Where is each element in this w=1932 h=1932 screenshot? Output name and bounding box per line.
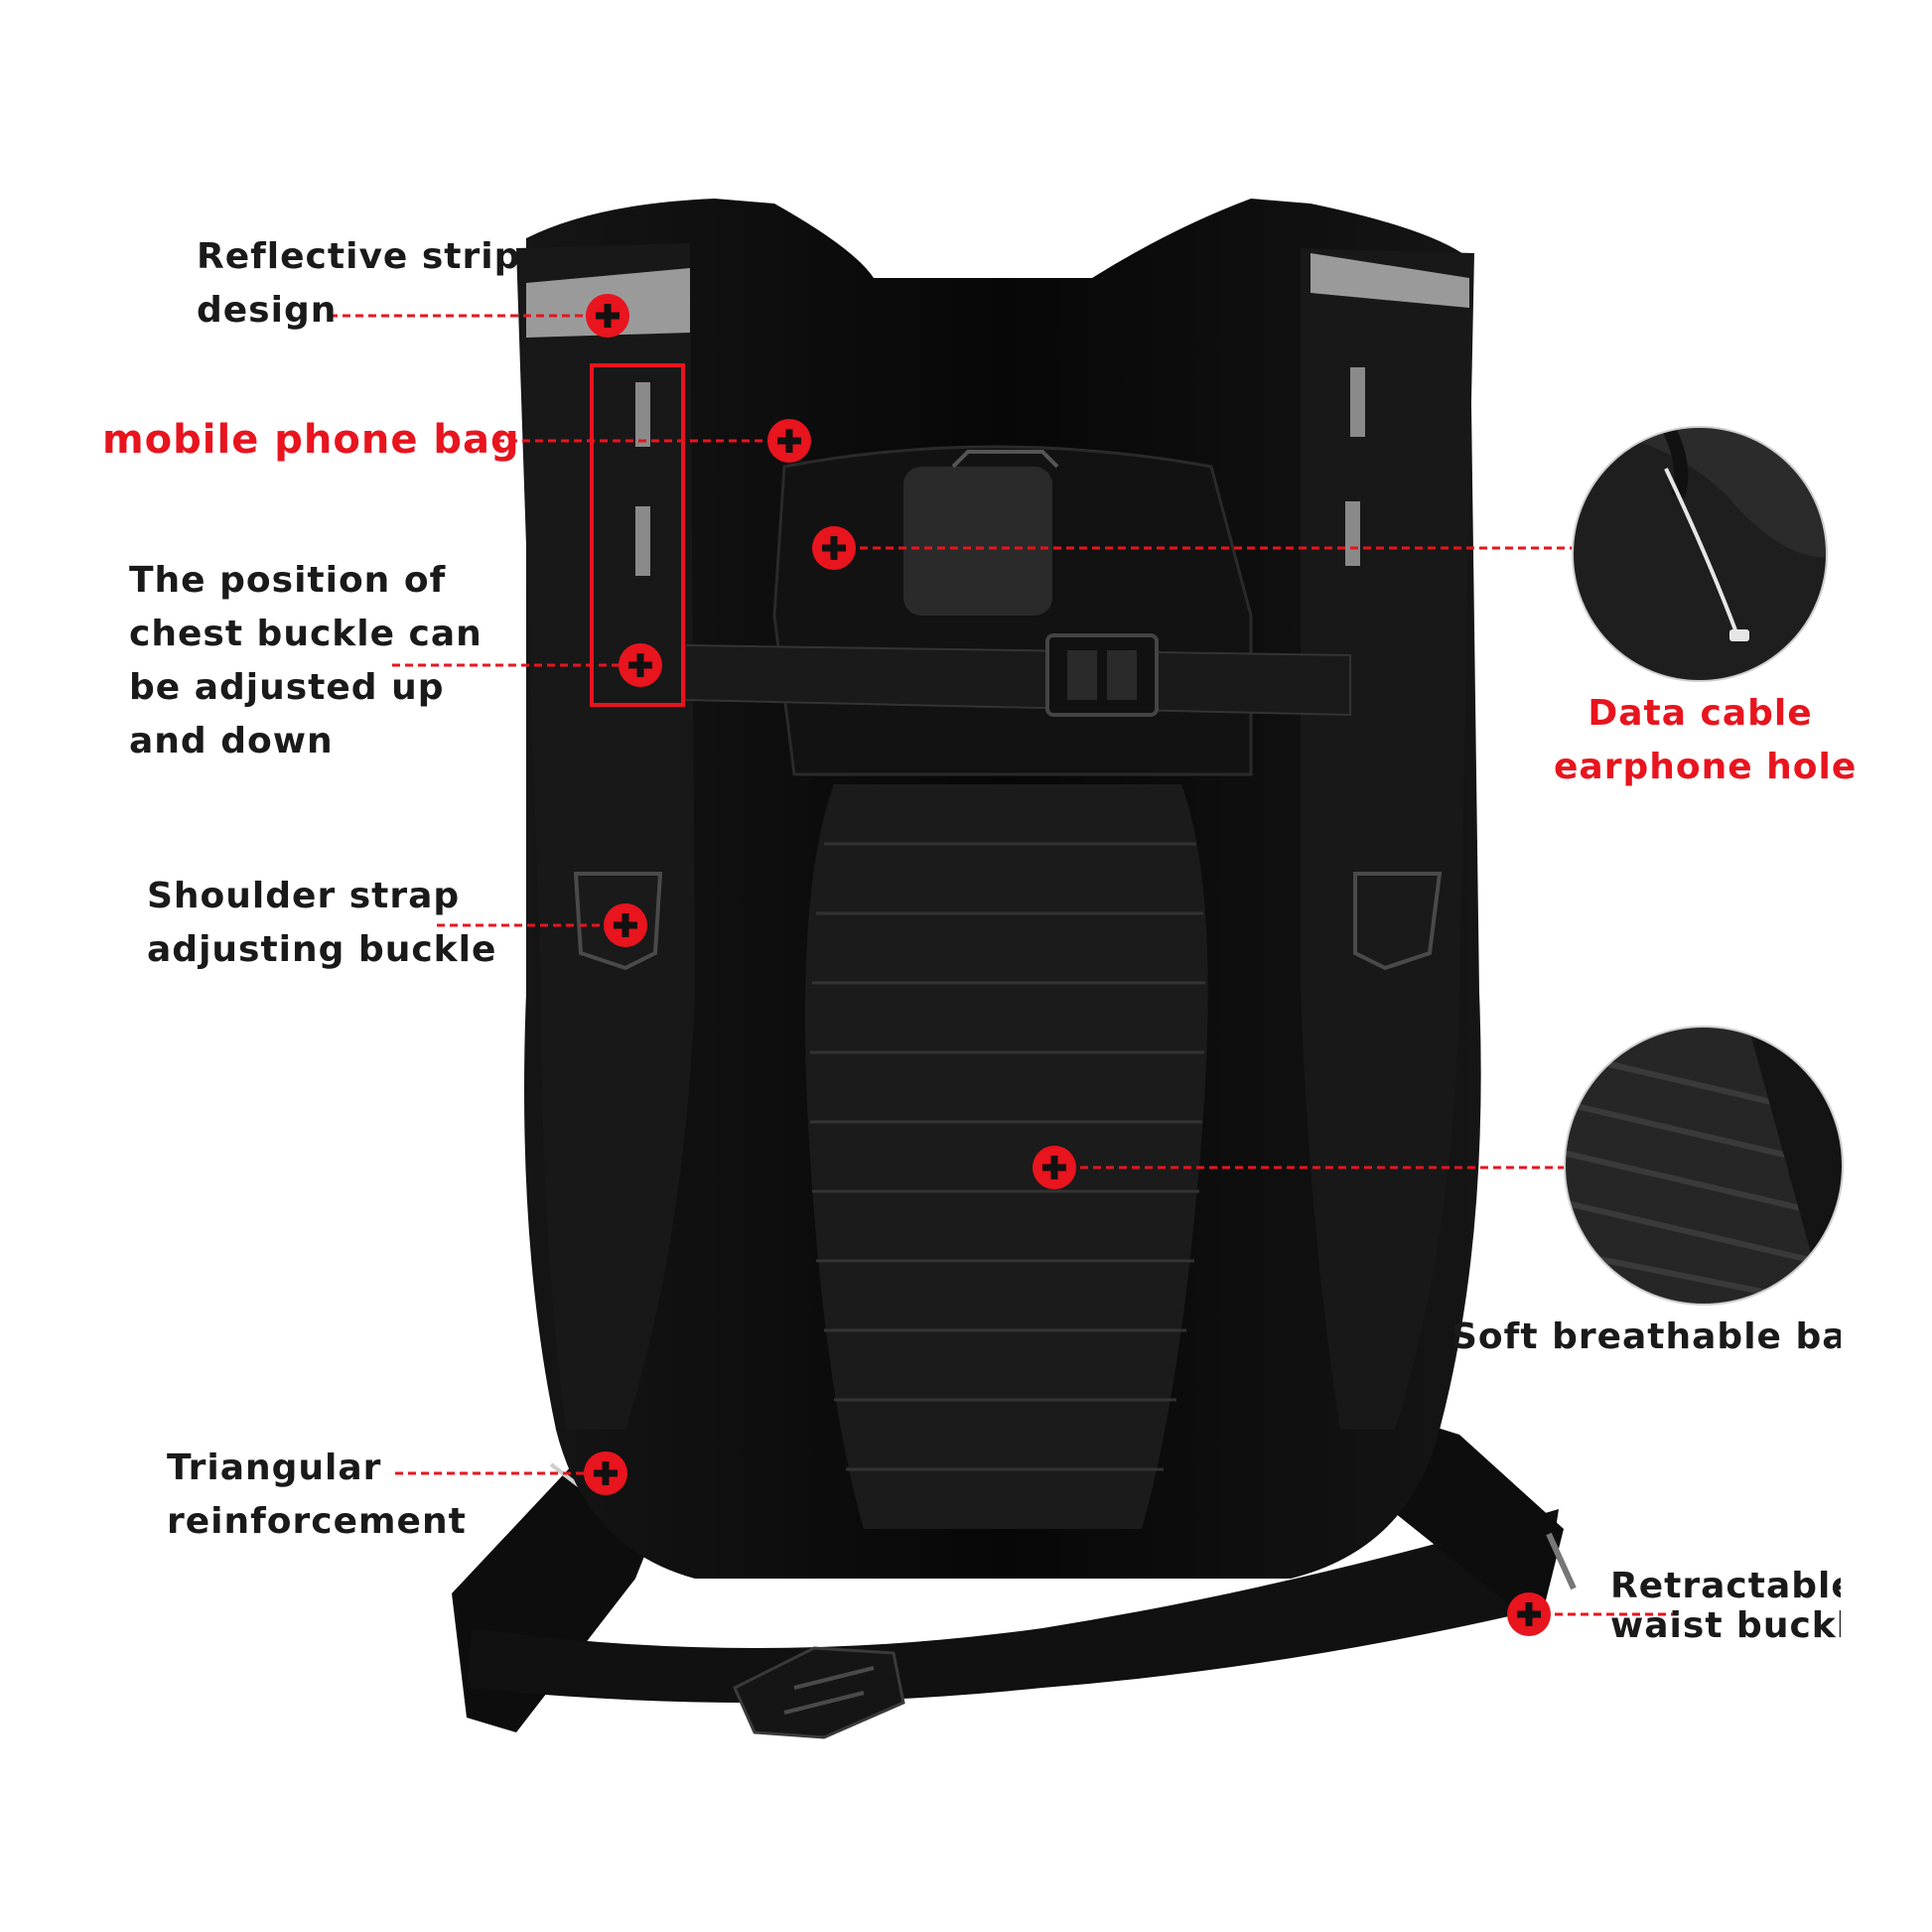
label-mobile-phone-bag: mobile phone bag (102, 413, 520, 467)
label-line: The position of (129, 560, 447, 601)
label-waist-buckle: Retractable waist buckl (1610, 1567, 1841, 1646)
label-line: Reflective strip (197, 236, 521, 277)
label-chest-buckle: The position of chest buckle can be adju… (129, 554, 483, 768)
label-line: design (197, 290, 338, 331)
label-data-cable: Data cable earphone hole (1554, 687, 1858, 794)
detail-circle-breathable-back (1564, 1026, 1844, 1306)
label-line: and down (129, 721, 334, 761)
pocket-zipper (951, 450, 1059, 469)
label-line: Shoulder strap (147, 876, 461, 916)
right-shoulder-strap (1301, 248, 1474, 1430)
label-line: waist buckl (1610, 1605, 1841, 1646)
padded-back-panel (804, 784, 1208, 1529)
label-line: Retractable (1610, 1567, 1841, 1606)
label-soft-breathable-back: Soft breathable bac (1451, 1311, 1841, 1364)
label-line: earphone hole (1554, 747, 1858, 787)
highlight-box (590, 363, 685, 707)
waist-belt-buckle (733, 1646, 905, 1739)
label-line: Soft breathable bac (1451, 1316, 1841, 1357)
label-line: be adjusted up (129, 667, 445, 708)
label-line: mobile phone bag (102, 417, 520, 463)
label-shoulder-buckle: Shoulder strap adjusting buckle (147, 870, 496, 977)
detail-circle-earphone-hole (1572, 426, 1828, 682)
label-reflective-strip: Reflective strip design (197, 230, 520, 338)
label-line: adjusting buckle (147, 929, 497, 970)
label-line: reinforcement (167, 1501, 467, 1542)
red-plus-marker-icons (584, 294, 1551, 1636)
label-line: chest buckle can (129, 614, 483, 654)
leader-lines (330, 314, 1678, 1616)
chest-buckle (1045, 633, 1159, 717)
label-line: Data cable (1587, 693, 1813, 734)
phone-compartment (903, 467, 1052, 616)
label-triangular-reinforcement: Triangular reinforcement (167, 1442, 467, 1549)
label-line: Triangular (167, 1448, 382, 1488)
